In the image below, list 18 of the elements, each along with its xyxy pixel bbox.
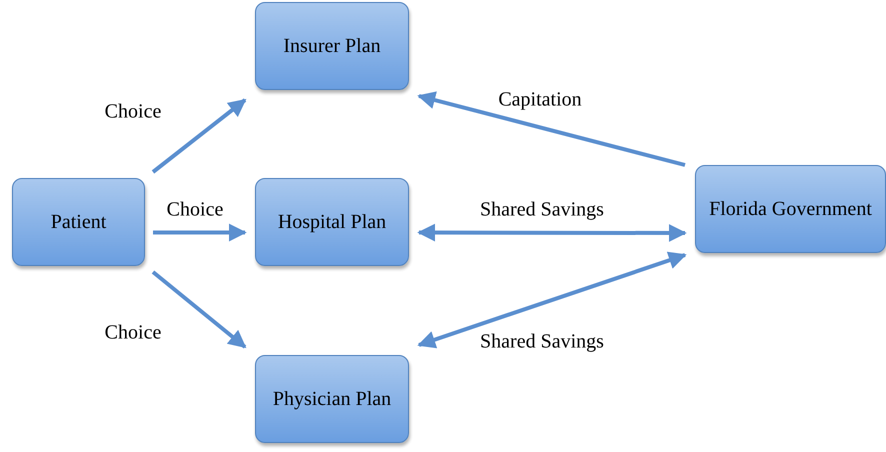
arrow — [153, 224, 247, 242]
arrow — [152, 98, 246, 174]
edge-label: Shared Savings — [478, 198, 606, 222]
arrow — [417, 91, 686, 167]
edge-label: Shared Savings — [478, 330, 606, 354]
node-label: Insurer Plan — [282, 34, 382, 59]
node-label: Patient — [50, 210, 108, 235]
node-label: Hospital Plan — [276, 210, 388, 235]
process-box — [695, 165, 886, 253]
node-label: Florida Government — [708, 197, 873, 222]
process-box — [12, 178, 145, 266]
process-box — [255, 178, 409, 266]
process-box — [255, 2, 409, 90]
arrow — [417, 252, 687, 348]
arrow — [417, 224, 687, 242]
arrow — [152, 270, 246, 349]
process-box — [255, 355, 409, 443]
node-label: Physician Plan — [272, 387, 392, 412]
